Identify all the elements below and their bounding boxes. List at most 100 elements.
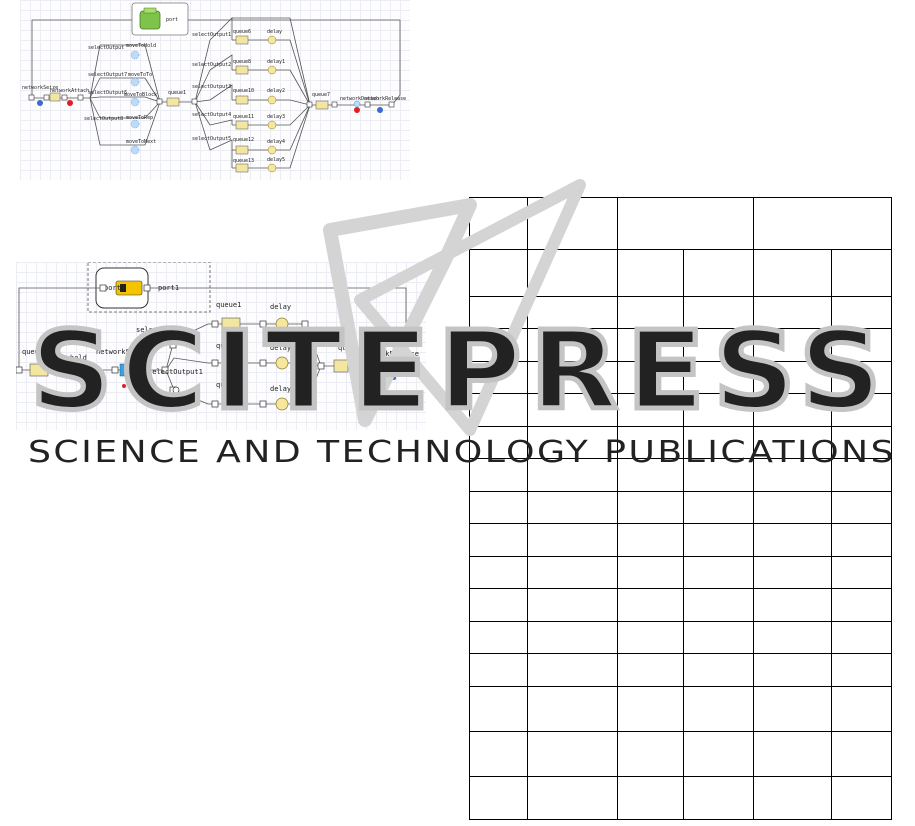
network-detach-top-icon: [353, 100, 361, 108]
table-cell: [831, 328, 892, 362]
table-cell: [469, 249, 528, 297]
queue2-icon: [221, 356, 241, 370]
label-movetorep: moveToRep: [126, 115, 153, 121]
hold-icon: [75, 365, 85, 375]
delay-icon: [267, 145, 277, 155]
table-cell: [617, 588, 684, 622]
table-cell: [831, 361, 892, 394]
port-square: [259, 400, 267, 408]
table-cell: [683, 328, 754, 362]
port-square: [388, 101, 395, 108]
delay1-icon: [275, 356, 289, 370]
port-square: [65, 366, 73, 374]
table-cell: [753, 556, 832, 589]
table-row: [469, 731, 892, 777]
delay-icon: [275, 317, 289, 331]
label-selectoutput8: selectOutput8: [84, 116, 123, 122]
label-queue1: queue1: [216, 301, 241, 309]
process-diagram-bottom-canvas: port port1 queue hold networkSeize: [15, 261, 419, 411]
table-cell: [469, 328, 528, 362]
table-cell: [753, 731, 832, 777]
label-queue12: queue12: [233, 137, 254, 143]
label-delay1: delay1: [270, 344, 295, 352]
table-cell: [617, 328, 684, 362]
label-queue13: queue13: [233, 158, 254, 164]
label-queue8: queue8: [233, 59, 251, 65]
table-cell: [469, 296, 528, 329]
label-networkdetach: networkDetach: [340, 96, 379, 102]
label-delay: delay: [267, 29, 282, 35]
table-cell: [617, 249, 684, 297]
table-cell: [469, 653, 528, 687]
block-icon: [139, 10, 161, 30]
table-row: [469, 556, 892, 589]
label-delay: delay: [270, 303, 291, 311]
table-cell: [831, 393, 892, 427]
delay-icon: [267, 35, 277, 45]
table-cell: [527, 458, 618, 492]
port-square: [111, 366, 119, 374]
label-delay2: delay2: [270, 385, 295, 393]
table-cell: [753, 426, 832, 459]
port-square: [28, 94, 35, 101]
moveto-icon: [130, 50, 140, 60]
queue1-icon: [221, 317, 241, 331]
label-networkseize: networkSeize: [96, 348, 147, 356]
table-cell: [753, 393, 832, 427]
process-diagram-top-canvas: port networkSeize networkAttach selectOu…: [22, 2, 406, 173]
table-cell: [831, 653, 892, 687]
table-cell: [469, 361, 528, 394]
port-square: [211, 400, 219, 408]
label-selectoutput1: selectOutput1: [148, 368, 203, 376]
port-square: [87, 366, 95, 374]
port-square: [301, 359, 309, 367]
table-cell: [831, 588, 892, 622]
table-cell: [617, 426, 684, 459]
table-cell: [469, 491, 528, 524]
table-cell: [617, 296, 684, 329]
network-attach-icon: [67, 100, 73, 106]
table-row: [469, 393, 892, 427]
table-cell: [753, 588, 832, 622]
table-cell: [753, 458, 832, 492]
queue-icon: [235, 120, 249, 130]
port-square: [259, 359, 267, 367]
table-cell: [617, 523, 684, 557]
label-networkrelease: networkRelease: [360, 350, 419, 358]
table-cell: [753, 686, 832, 732]
label-movetoblock: moveToBlock: [124, 92, 157, 98]
table-cell: [469, 621, 528, 654]
table-row: [469, 523, 892, 557]
label-delay5: delay5: [267, 157, 285, 163]
queue1-icon: [166, 97, 180, 107]
table-cell: [831, 426, 892, 459]
table-cell: [617, 361, 684, 394]
queue3-icon: [221, 397, 241, 411]
port-square: [143, 284, 151, 292]
port-square: [331, 101, 338, 108]
moveto-icon: [130, 119, 140, 129]
label-queue7: queue7: [312, 92, 330, 98]
network-seize-resource-icon: [130, 384, 134, 388]
label-queue10: queue10: [233, 88, 254, 94]
table-cell: [527, 523, 618, 557]
table-row: [469, 653, 892, 687]
table-cell: [683, 588, 754, 622]
table-cell: [527, 776, 618, 820]
queue-icon: [235, 35, 249, 45]
table-cell: [617, 458, 684, 492]
table-cell: [617, 556, 684, 589]
table-cell: [527, 361, 618, 394]
port-square: [156, 98, 163, 105]
table-row: [469, 426, 892, 459]
table-cell: [831, 731, 892, 777]
table-cell: [683, 426, 754, 459]
table-cell: [683, 491, 754, 524]
table-header-row: [469, 197, 892, 250]
table-cell: [831, 458, 892, 492]
label-selectoutput7: selectOutput7: [88, 72, 127, 78]
network-seize-icon: [119, 363, 129, 377]
table-cell: [683, 556, 754, 589]
table-cell: [469, 523, 528, 557]
delay-icon: [267, 95, 277, 105]
